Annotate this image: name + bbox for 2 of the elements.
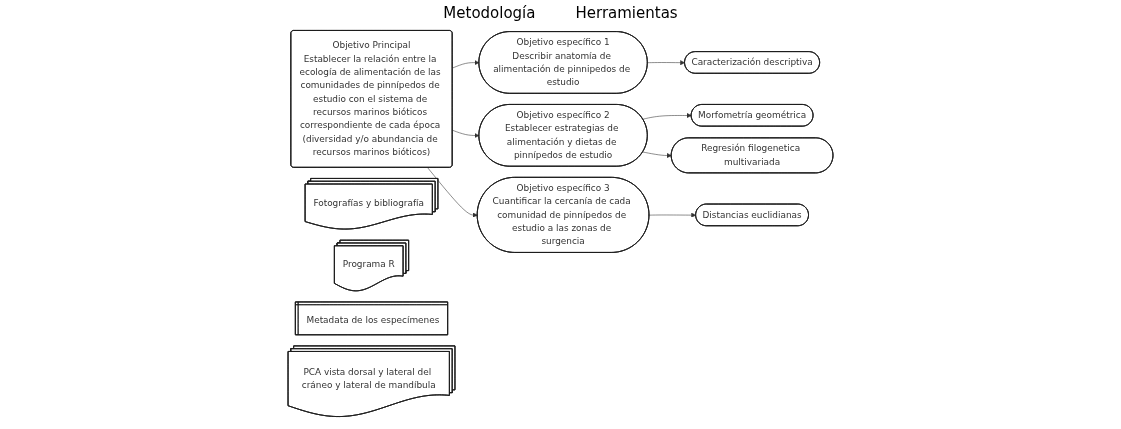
column-heading: Herramientas bbox=[575, 4, 678, 22]
column-heading: Metodología bbox=[443, 4, 536, 22]
